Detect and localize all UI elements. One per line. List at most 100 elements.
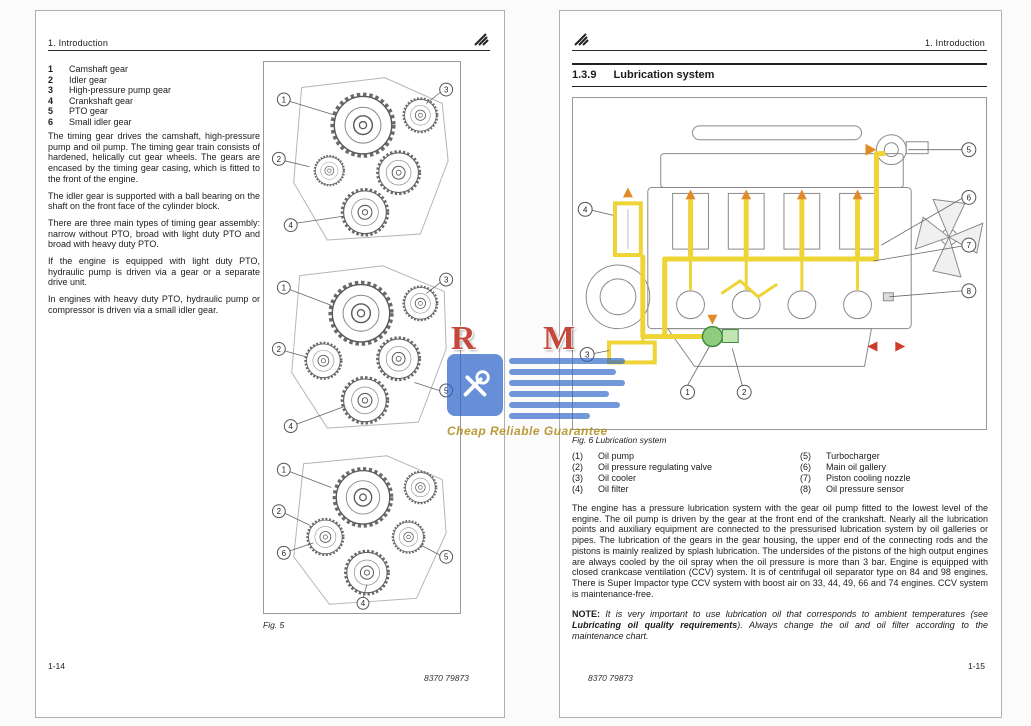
list-item: 4 Crankshaft gear <box>48 96 260 107</box>
page-number: 1-14 <box>48 661 66 671</box>
fig-callout: 2 <box>277 345 281 354</box>
fig-callout: 4 <box>361 599 366 608</box>
legend-item-number: (5) <box>800 451 811 461</box>
note-bold-text: Lubricating oil quality requirements <box>572 619 738 630</box>
fig-callout: 2 <box>277 155 281 164</box>
list-item-label: Idler gear <box>69 74 108 85</box>
fig-callout: 4 <box>289 422 294 431</box>
legend-item-label: Oil filter <box>598 484 629 494</box>
fig-callout: 3 <box>585 350 590 359</box>
page-left: 1. Introduction 1 Camshaft gear 2 Idler … <box>35 10 505 718</box>
fig-callout: 2 <box>742 388 747 397</box>
legend-item-label: Piston cooling nozzle <box>826 473 911 483</box>
brand-logo-icon <box>474 33 489 46</box>
paragraph: The timing gear drives the camshaft, hig… <box>48 131 260 184</box>
note-text: ). Always change the oil and oil filter … <box>572 619 988 641</box>
section-number: 1.3.9 <box>572 69 597 81</box>
figure-lubrication-system: 1 2 3 4 5 6 <box>572 97 987 430</box>
watermark-caption: Cheap Reliable Guarantee <box>447 424 608 438</box>
legend-item: (2) Oil pressure regulating valve <box>572 462 788 473</box>
figure-caption: Fig. 5 <box>263 620 285 630</box>
list-item: 1 Camshaft gear <box>48 64 260 75</box>
section-heading: 1.3.9 Lubrication system <box>572 69 714 81</box>
legend-item-number: (6) <box>800 462 811 472</box>
list-item-number: 5 <box>48 106 54 117</box>
section-title: Lubrication system <box>613 69 715 81</box>
fig-callout: 5 <box>967 146 972 155</box>
fig-callout: 1 <box>282 466 287 475</box>
document-code: 8370 79873 <box>588 673 633 683</box>
legend-item-number: (3) <box>572 473 583 483</box>
list-item-label: High-pressure pump gear <box>69 85 172 96</box>
fig-callout: 1 <box>282 283 287 292</box>
fig-callout: 1 <box>282 95 287 104</box>
legend-item: (8) Oil pressure sensor <box>800 484 990 495</box>
fig-callout: 8 <box>967 287 972 296</box>
gear-legend-list: 1 Camshaft gear 2 Idler gear 3 High-pres… <box>48 64 260 128</box>
oil-branch-lines <box>641 257 860 345</box>
legend-item: (6) Main oil gallery <box>800 462 990 473</box>
legend-item-label: Main oil gallery <box>826 462 887 472</box>
paragraph: In engines with heavy duty PTO, hydrauli… <box>48 294 260 315</box>
legend-item: (7) Piston cooling nozzle <box>800 473 990 484</box>
legend-column-left: (1) Oil pump (2) Oil pressure regulating… <box>572 451 788 495</box>
note-text: It is very important to use lubrication … <box>600 609 988 619</box>
legend-column-right: (5) Turbocharger (6) Main oil gallery (7… <box>800 451 990 495</box>
section-rule-bottom <box>572 86 987 87</box>
page-right: 1. Introduction 1.3.9 Lubrication system <box>559 10 1002 718</box>
list-item-number: 1 <box>48 64 54 74</box>
body-paragraph: The engine has a pressure lubrication sy… <box>572 503 988 599</box>
legend-item: (4) Oil filter <box>572 484 788 495</box>
legend-item: (5) Turbocharger <box>800 451 990 462</box>
legend-item-number: (1) <box>572 451 583 461</box>
note-label: NOTE: <box>572 609 600 619</box>
fig-callout: 5 <box>444 386 449 395</box>
list-item: 6 Small idler gear <box>48 117 260 128</box>
list-item-label: Small idler gear <box>69 116 132 127</box>
fig-callout: 6 <box>967 193 972 202</box>
page-number: 1-15 <box>967 661 985 671</box>
gear-assembly-heavy-pto: 1 2 6 5 4 <box>271 455 454 610</box>
legend-item: (1) Oil pump <box>572 451 788 462</box>
flow-arrows <box>622 143 877 325</box>
oil-gallery-lines <box>640 151 886 340</box>
list-item-label: Crankshaft gear <box>69 95 134 106</box>
paragraph: The idler gear is supported with a ball … <box>48 190 260 212</box>
gear-assembly-narrow: 1 2 3 4 <box>271 77 454 241</box>
list-item-label: Camshaft gear <box>69 64 129 74</box>
list-item-number: 4 <box>48 95 54 106</box>
list-item-number: 3 <box>48 85 54 96</box>
legend-item-number: (2) <box>572 462 583 472</box>
fig6-callouts: 1 2 3 4 5 6 <box>577 142 977 400</box>
legend-item: (3) Oil cooler <box>572 473 788 484</box>
header-rule <box>48 50 490 51</box>
fig-callout: 6 <box>282 549 287 558</box>
legend-item-label: Oil cooler <box>598 473 637 483</box>
watermark: R M Cheap Reliable Guarantee <box>447 320 633 444</box>
paragraph: There are three main types of timing gea… <box>48 217 260 250</box>
list-item: 2 Idler gear <box>48 75 260 86</box>
fig-callout: 2 <box>277 507 281 516</box>
legend-item-label: Turbocharger <box>826 451 880 461</box>
intro-text-column: The timing gear drives the camshaft, hig… <box>48 131 260 322</box>
page-header: 1. Introduction <box>924 38 985 48</box>
engine-outline <box>585 125 984 367</box>
list-item-label: PTO gear <box>69 106 108 117</box>
list-item-number: 6 <box>48 116 54 127</box>
section-rule-top <box>572 63 987 65</box>
legend-item-label: Oil pressure sensor <box>826 484 905 494</box>
fig-callout: 7 <box>967 241 972 250</box>
list-item: 3 High-pressure pump gear <box>48 85 260 96</box>
list-item-number: 2 <box>48 74 54 85</box>
fig-callout: 5 <box>444 553 449 562</box>
watermark-letter-m: M <box>543 320 576 357</box>
paragraph: If the engine is equipped with light dut… <box>48 256 260 288</box>
timing-gear-drawing: 1 2 3 4 <box>271 77 454 610</box>
watermark-lines-icon <box>509 358 625 424</box>
legend-item-label: Oil pump <box>598 451 635 461</box>
brand-logo-icon <box>574 33 589 46</box>
legend-item-number: (8) <box>800 484 811 494</box>
lubrication-system-drawing: 1 2 3 4 5 6 <box>577 125 984 400</box>
watermark-tools-icon <box>447 354 503 416</box>
figure-caption: Fig. 6 Lubrication system <box>572 435 667 445</box>
